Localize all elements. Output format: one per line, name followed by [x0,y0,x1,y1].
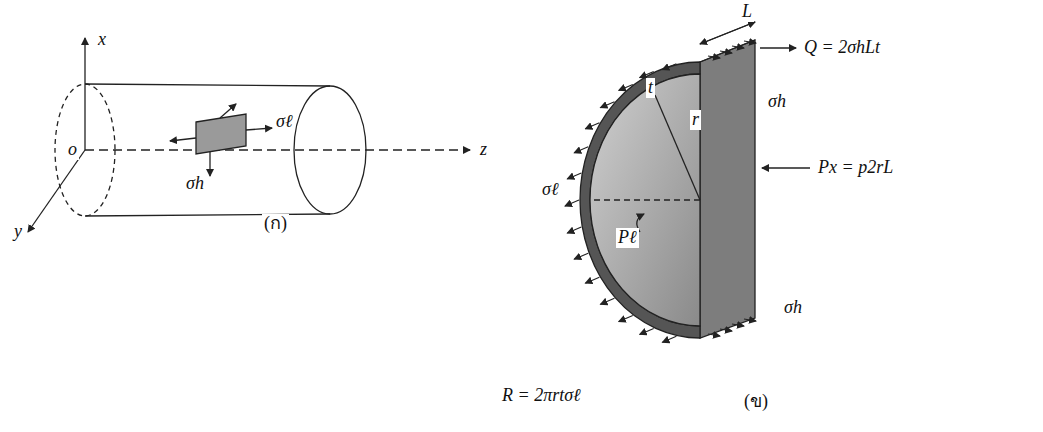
stress-arrow [640,328,654,334]
stress-arrow [574,253,588,259]
figure-label: (ก) [262,214,289,234]
stress-arrow [744,319,756,321]
stress-arrow [708,56,720,58]
stress-arrow [732,324,744,326]
stress-arrow [567,227,581,233]
dimension-label: L [740,2,754,22]
stress-arrow [720,51,732,53]
stress-arrow [744,41,756,43]
stress-arrow [600,298,614,304]
stress-arrow [732,46,744,48]
axis-label: x [96,30,108,50]
stress-label: σℓ [540,180,560,200]
dimension-label: r [690,110,701,130]
force-label: Pℓ [616,228,639,248]
stress-arrow [662,64,676,70]
stress-label: σh [782,298,804,318]
stress-label: σh [766,92,788,112]
force-label: R = 2πrtσℓ [500,386,583,406]
stress-arrow [567,173,581,179]
stress-arrow [565,200,579,206]
stress-arrow [720,329,732,331]
stress-label: σℓ [274,112,294,132]
axis-label: o [66,140,79,160]
stress-arrow [662,336,676,342]
force-label: Q = 2σhLt [802,38,882,58]
stress-arrow [619,316,633,322]
stress-arrow [619,84,633,90]
stress-arrow [708,334,720,336]
stress-arrow [574,147,588,153]
axis-label: y [12,222,24,242]
dimension-label: t [646,78,655,98]
stress-label: σh [184,174,206,194]
figure-label: (ข) [742,392,770,412]
stress-arrow [585,277,599,283]
stress-arrow [640,72,654,78]
force-label: Px = p2rL [816,158,895,178]
stress-arrow [600,102,614,108]
stress-arrow [585,123,599,129]
axis-label: z [478,140,489,160]
